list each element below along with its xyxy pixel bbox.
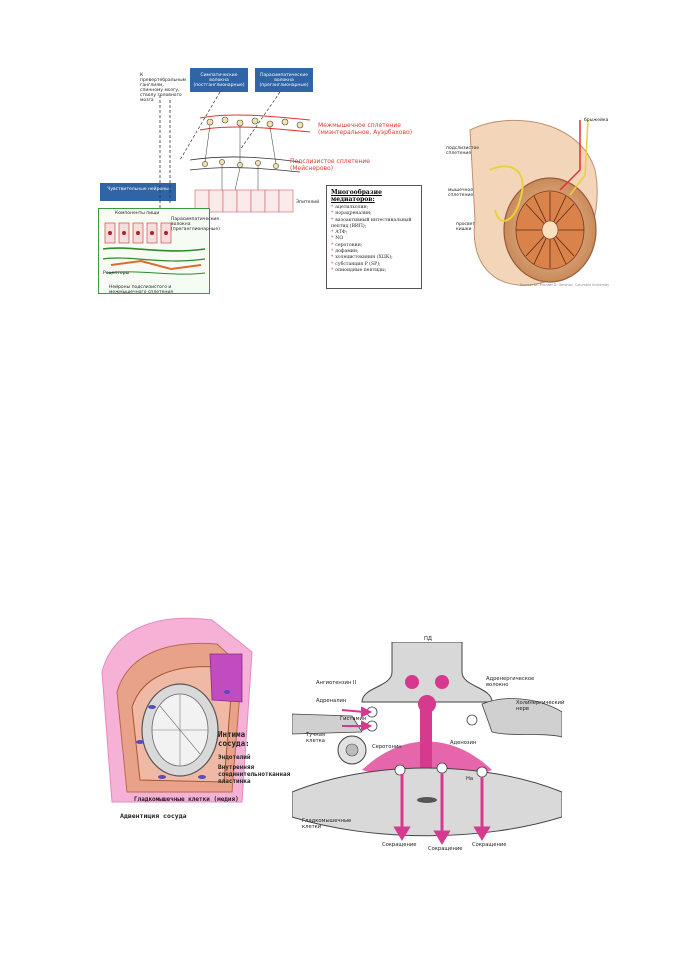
intestine-illustration: [469, 119, 598, 286]
parasympathetic-box: Парасимпатические волокна (преганглионар…: [255, 68, 313, 92]
mediator-item: *норадреналин;: [331, 211, 372, 217]
top-left-note: К превертебральным ганглиям, спинному мо…: [140, 73, 187, 103]
pd-label: ПД: [424, 636, 432, 642]
inset-drawing: [102, 222, 206, 275]
angiotensin-label: Ангиотензин II: [316, 680, 357, 686]
adventitia-label: Адвентиция сосуда: [120, 812, 187, 820]
internal-elastic-label: Внутренняя соединительнотканная пластинк…: [218, 764, 291, 785]
submucosal-label: подслизистое сплетение: [446, 146, 480, 156]
mediators-list: *ацетилхолин; *норадреналин; *вазоактивн…: [331, 205, 417, 274]
smooth-cells-label: Гладкомышечные клетки: [302, 818, 352, 830]
source-label: Source: Dr. Michael D. Gershon, Columbia…: [520, 283, 610, 287]
adenosine-label: Аденозин: [450, 740, 477, 746]
myenteric-section-label: мышечное сплетение: [448, 188, 474, 198]
na-label: На: [466, 776, 474, 782]
vessel-illustration: [101, 617, 253, 803]
mediator-item: *NO: [331, 236, 344, 242]
serotonin-label: Серотонин: [372, 744, 402, 750]
mediator-item: *опиоидные пептиды;: [331, 267, 387, 273]
mesentery-label: брыжейка: [584, 118, 609, 123]
contraction-label-3: Сокращение: [472, 842, 507, 848]
adrenaline-label: Адреналин: [316, 698, 347, 704]
mediator-item: *субстанция Р (SP);: [331, 261, 381, 267]
regulation-illustration: [292, 642, 562, 852]
histamine-label: Гистамин: [340, 716, 367, 722]
mediators-title: Многообразие медиаторов:: [331, 189, 382, 203]
contraction-label-1: Сокращение: [382, 842, 417, 848]
intima-label: Интима сосуда:: [218, 730, 250, 748]
mediators-box: Многообразие медиаторов: *ацетилхолин; *…: [326, 185, 422, 289]
mediator-item: *дофамин;: [331, 249, 359, 255]
mediator-item: *ацетилхолин;: [331, 205, 369, 210]
sympathetic-box: Симпатические волокна (постганглионарные…: [190, 68, 248, 92]
cholinergic-label: Холинергический нерв: [516, 700, 565, 712]
mast-cell-label: Тучная клетка: [306, 732, 325, 744]
mediator-item: *серотонин;: [331, 242, 363, 248]
contraction-label-2: Сокращение: [428, 846, 463, 852]
epithelium-label: Эпителий: [296, 200, 320, 205]
inset-receptors: Компоненты пищи Парасимпатические волокн…: [98, 208, 220, 295]
mediator-item: *вазоактивный интестинальный пептид (ВИП…: [331, 217, 412, 229]
lumen-label: просвет кишки: [456, 222, 476, 232]
inset-receptors-label: Рецепторы: [103, 271, 130, 276]
myenteric-plexus-label: Межмышечное сплетение (миэнтеральное, Ау…: [318, 122, 413, 136]
submucosal-plexus-label: Подслизистое сплетение (Мейснерово): [290, 158, 370, 172]
inset-title: Компоненты пищи: [115, 211, 160, 216]
adrenergic-label: Адренергическое волокно: [486, 676, 535, 688]
sensory-box: Чувствительные нейроны: [100, 183, 176, 201]
inset-bottom-label: Нейроны подслизистого и межмышечного спл…: [109, 285, 173, 295]
smooth-muscle-label: Гладкомышечные клетки (медия): [134, 796, 239, 803]
mediator-item: *АТФ;: [331, 230, 348, 236]
mediator-item: *холецистокинин (ХЦК);: [331, 255, 393, 261]
endothelium-label: Эндотелий: [218, 754, 251, 761]
inset-right-note: Парасимпатические волокна (преганглионар…: [171, 217, 220, 232]
plexus-drawing: [159, 91, 311, 213]
